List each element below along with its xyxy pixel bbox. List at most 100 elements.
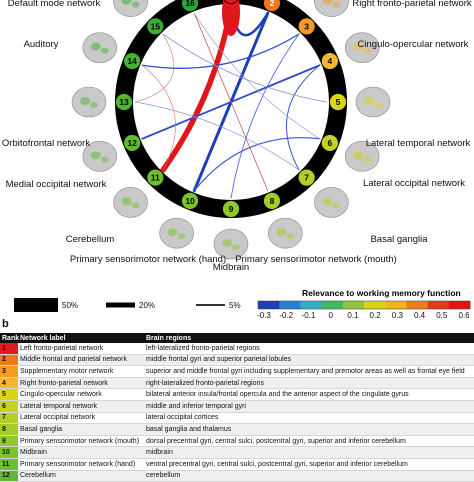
colorbar-swatch xyxy=(258,301,280,309)
panel-b-label: b xyxy=(2,318,9,330)
brain-thumbnail xyxy=(344,32,380,63)
network-node xyxy=(329,93,347,111)
network-node xyxy=(115,93,133,111)
network-label: Cingulo-opercular network xyxy=(358,39,469,50)
network-label-cell: Middle frontal and parietal network xyxy=(18,354,144,367)
edge-width-label: 5% xyxy=(229,301,241,310)
brain-thumbnail xyxy=(314,0,349,17)
colorbar-tick-label: 0.1 xyxy=(347,311,359,320)
brain-regions-cell: left-lateralized fronto-parietal regions xyxy=(144,343,474,355)
colorbar-swatch xyxy=(300,301,322,309)
brain-regions-cell: ventral precentral gyri, central sulci, … xyxy=(144,458,474,471)
node-number: 16 xyxy=(185,0,195,8)
colorbar-tick-label: -0.3 xyxy=(257,311,271,320)
rank-cell: 3 xyxy=(0,365,18,378)
network-label: Cerebellum xyxy=(66,234,115,245)
node-number: 8 xyxy=(270,196,275,206)
brain-regions-cell: dorsal precentral gyri, central sulci, p… xyxy=(144,435,474,448)
colorbar-swatch xyxy=(448,301,471,309)
brain-regions-cell: lateral occipital cortices xyxy=(144,412,474,425)
rank-cell: 7 xyxy=(0,412,18,425)
network-nodes: 12345678910111213141516 xyxy=(115,0,347,218)
node-number: 9 xyxy=(229,204,234,214)
brain-thumbnail xyxy=(113,187,148,218)
edge-width-legend-item: 5% xyxy=(196,301,241,310)
self-connection-edge xyxy=(222,0,240,36)
brain-regions-cell: middle and inferior temporal gyri xyxy=(144,400,474,413)
node-number: 4 xyxy=(327,56,332,66)
network-label-cell: Cerebellum xyxy=(18,470,144,482)
network-node xyxy=(320,52,339,70)
rank-cell: 1 xyxy=(0,343,18,355)
network-label-cell: Lateral occipital network xyxy=(18,412,144,425)
colorbar-swatch xyxy=(279,301,301,309)
colorbar-tick-label: 0.3 xyxy=(392,311,404,320)
node-number: 6 xyxy=(327,138,332,148)
network-node xyxy=(263,0,281,13)
node-number: 7 xyxy=(304,173,309,183)
colorbar-tick-label: 0.5 xyxy=(436,311,448,320)
colorbar-swatch xyxy=(321,301,344,309)
network-label-cell: Primary sensorimotor network (mouth) xyxy=(18,435,144,448)
brain-thumbnail xyxy=(344,141,380,172)
network-label-cell: Lateral temporal network xyxy=(18,400,144,413)
colorbar-swatch xyxy=(364,301,386,309)
network-node xyxy=(297,168,316,187)
node-number: 15 xyxy=(151,21,161,31)
edge-width-label: 50% xyxy=(62,301,78,310)
network-label-cell: Primary sensorimotor network (hand) xyxy=(18,458,144,471)
network-label: Basal ganglia xyxy=(370,234,428,245)
connection-edge xyxy=(162,33,328,103)
network-node xyxy=(320,134,339,152)
brain-regions-cell: right-lateralized fronto-parietal region… xyxy=(144,377,474,390)
brain-regions-cell: middle frontal gyri and superior parieta… xyxy=(144,354,474,367)
brain-thumbnail xyxy=(213,228,249,260)
connection-edge xyxy=(141,33,300,69)
colorbar-swatch xyxy=(406,301,428,309)
network-label-cell: Left fronto-parietal network xyxy=(18,343,144,355)
connection-edge xyxy=(193,12,269,192)
network-node xyxy=(123,52,142,70)
brain-thumbnail xyxy=(355,86,391,118)
rank-cell: 12 xyxy=(0,470,18,482)
network-label: Primary sensorimotor network (mouth) xyxy=(235,254,397,265)
connection-edge xyxy=(193,13,320,140)
colorbar-tick-label: 0.2 xyxy=(370,311,382,320)
network-node xyxy=(297,17,316,36)
brain-regions-cell: superior and middle frontal gyri includi… xyxy=(144,365,474,378)
node-number: 5 xyxy=(336,97,341,107)
brain-thumbnail xyxy=(268,217,303,249)
brain-thumbnail xyxy=(82,141,118,172)
network-node xyxy=(181,191,199,210)
network-label-cell: Supplementary motor network xyxy=(18,365,144,378)
connection-edge xyxy=(230,33,300,199)
network-node xyxy=(123,134,142,152)
network-node xyxy=(181,0,199,13)
brain-thumbnail xyxy=(159,217,194,249)
network-label: Primary sensorimotor network (hand) xyxy=(70,254,226,265)
network-node xyxy=(146,17,165,36)
connection-edge xyxy=(142,64,176,171)
network-figure: 12345678910111213141516 Default mode net… xyxy=(2,0,472,320)
network-label-cell: Right fronto-parietal network xyxy=(18,377,144,390)
edge-width-legend-item: 20% xyxy=(106,301,155,310)
node-number: 10 xyxy=(185,196,195,206)
network-label: Lateral temporal network xyxy=(366,138,471,149)
brain-regions-cell: midbrain xyxy=(144,446,474,459)
connection-edge xyxy=(286,64,321,171)
colorbar-swatch xyxy=(342,301,365,309)
network-label: Orbitofrontal network xyxy=(2,138,90,149)
rank-cell: 10 xyxy=(0,446,18,459)
network-label: Medial occipital network xyxy=(6,179,107,190)
colorbar-tick-label: 0 xyxy=(328,311,333,320)
rank-cell: 11 xyxy=(0,458,18,471)
